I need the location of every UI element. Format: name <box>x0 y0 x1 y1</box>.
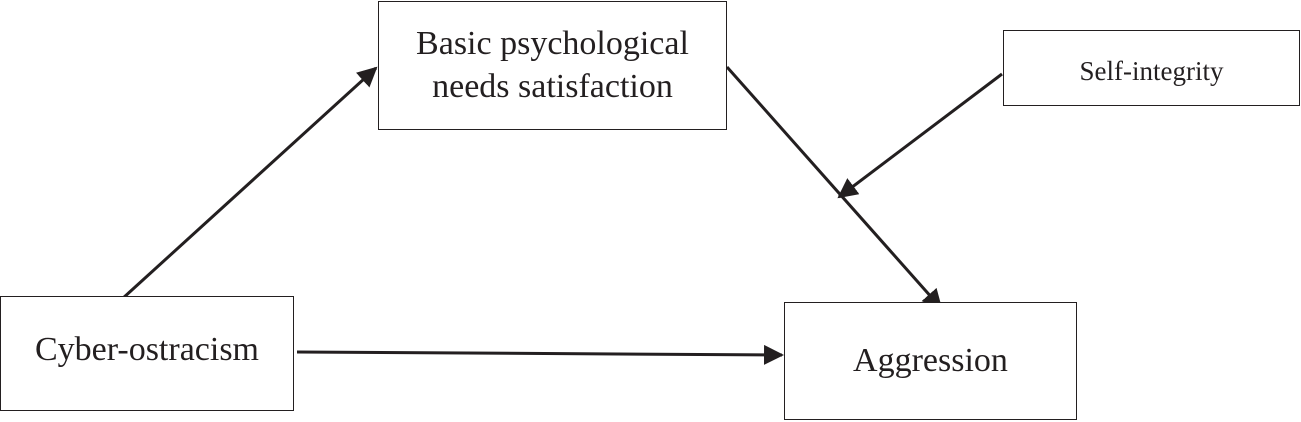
node-aggression: Aggression <box>784 302 1077 420</box>
node-bpns-label: Basic psychological needs satisfaction <box>416 23 689 108</box>
arrow-cyber-to-aggression <box>296 344 784 365</box>
node-self-integrity: Self-integrity <box>1003 30 1300 106</box>
node-self-integrity-label: Self-integrity <box>1079 56 1224 87</box>
arrow-cyber-to-bpns <box>120 66 378 301</box>
arrow-self-integrity-moderation <box>837 72 1003 199</box>
node-basic-psychological-needs-satisfaction: Basic psychological needs satisfaction <box>378 1 727 130</box>
node-cyber-ostracism-label: Cyber-ostracism <box>34 331 260 369</box>
node-aggression-label: Aggression <box>853 341 1008 379</box>
arrow-bpns-to-aggression <box>725 66 943 310</box>
node-bpns-label-line1: Basic psychological <box>416 25 689 62</box>
node-bpns-label-line2: needs satisfaction <box>432 67 673 105</box>
node-cyber-ostracism: Cyber-ostracism <box>0 296 294 411</box>
